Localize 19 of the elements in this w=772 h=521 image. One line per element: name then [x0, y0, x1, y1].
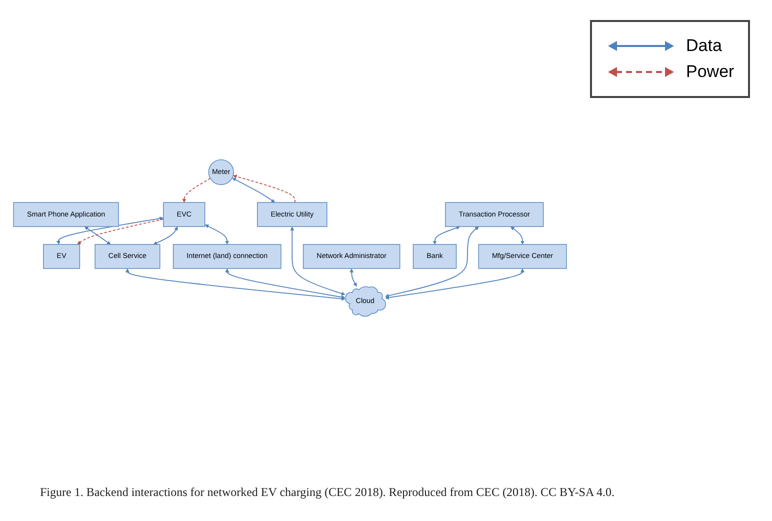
arrow — [232, 174, 296, 203]
arrow — [225, 268, 346, 299]
arrow — [84, 226, 111, 245]
arrow — [290, 226, 346, 296]
legend-label: Power — [686, 62, 734, 82]
arrow — [350, 268, 357, 287]
arrow — [77, 218, 164, 245]
arrow — [153, 226, 178, 245]
arrow — [385, 268, 524, 300]
figure-caption: Figure 1. Backend interactions for networked EV charging (CEC 2018). Reproduced from CEC (2018). CC BY-SA 4.0. — [40, 485, 616, 500]
arrow — [182, 178, 211, 203]
arrow — [126, 268, 346, 301]
arrow — [204, 224, 230, 245]
arrow — [56, 216, 164, 245]
arrow — [232, 178, 276, 203]
arrow — [385, 226, 479, 298]
legend-label: Data — [686, 36, 722, 56]
arrow — [510, 226, 524, 245]
arrow — [432, 226, 460, 245]
